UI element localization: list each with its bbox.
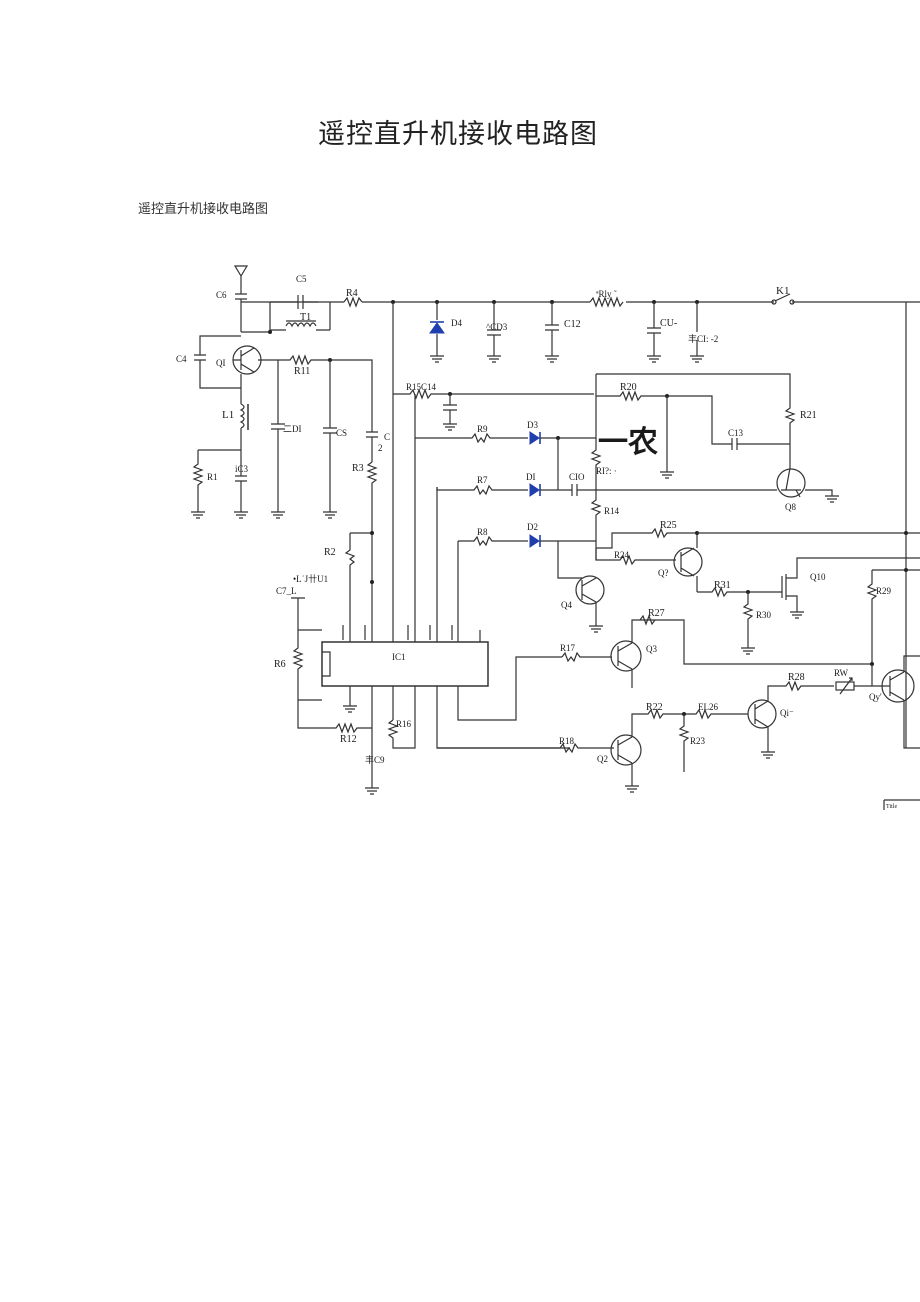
d4-label: D4	[451, 318, 462, 328]
di-label: DI	[526, 472, 536, 482]
r8-label: R8	[477, 527, 488, 537]
u1-label: •L˙J卄U1	[293, 574, 328, 584]
r17-label: R17	[560, 643, 576, 653]
c2-label-a: C	[384, 432, 390, 442]
c5-label: C5	[296, 274, 307, 284]
r2-label: R2	[324, 547, 336, 558]
rw-label: RW	[834, 668, 849, 678]
r18-label: R18	[559, 736, 575, 746]
ci2-label: 丰CI: -2	[688, 333, 718, 344]
r31-label: R31	[714, 580, 731, 591]
q8-label: Q8	[785, 502, 796, 512]
qi-transistor	[747, 699, 777, 729]
r3-label: R3	[352, 463, 364, 474]
q10-label: Q10	[810, 572, 826, 582]
r9-label: R9	[477, 424, 488, 434]
nong-label: 一农	[598, 425, 658, 460]
el26-label: EL26	[698, 702, 718, 712]
t1-coil	[285, 322, 317, 328]
q2-transistor	[610, 734, 642, 766]
q7a-transistor	[673, 547, 703, 577]
r7-label: R7	[477, 475, 488, 485]
l1-label: L1	[222, 409, 234, 421]
r24-label: R24	[614, 550, 630, 560]
q3-label: Q3	[646, 644, 657, 654]
qi-label: Qi⁻	[780, 708, 794, 718]
cd3-label: ^CD3	[486, 322, 508, 332]
r30-label: R30	[756, 610, 772, 620]
ri-label: RI?: ·	[596, 466, 617, 476]
q7b-label: Qy'	[869, 692, 882, 702]
d1-label: 二DI	[283, 424, 302, 434]
d2-label: D2	[527, 522, 538, 532]
d3-label: D3	[527, 420, 538, 430]
r4-resistor	[343, 296, 363, 308]
q2-label: Q2	[597, 754, 608, 764]
document-subtitle: 遥控直升机接收电路图	[138, 202, 269, 217]
r11-label: R11	[294, 366, 310, 377]
k1-label: K1	[776, 285, 789, 297]
r25-label: R25	[660, 520, 677, 531]
cu-label: CU-	[660, 318, 677, 329]
r27-label: R27	[648, 608, 665, 619]
c2-label-b: 2	[378, 443, 383, 453]
r16-label: R16	[396, 719, 412, 729]
r1-label: R1	[207, 472, 218, 482]
q10-mosfet	[781, 557, 920, 612]
ic1-chip	[321, 641, 489, 687]
r29-label: R29	[876, 586, 892, 596]
c13-label: C13	[728, 428, 744, 438]
q7a-label: Q?	[658, 568, 669, 578]
r14-label: R14	[604, 506, 620, 516]
c9-label: 丰C9	[365, 754, 385, 765]
title-block-label: Title	[886, 804, 897, 810]
q8-transistor	[776, 468, 806, 498]
q4-label: Q4	[561, 600, 572, 610]
q4-transistor	[575, 575, 605, 605]
rw-potentiometer	[835, 681, 855, 691]
r22-label: R22	[646, 702, 663, 713]
r6-label: R6	[274, 659, 286, 670]
cio-label: CIO	[569, 472, 585, 482]
c12-label: C12	[564, 319, 581, 330]
r28-label: R28	[788, 672, 805, 683]
document-title: 遥控直升机接收电路图	[318, 119, 598, 150]
antenna-icon	[233, 265, 249, 294]
r20-label: R20	[620, 382, 637, 393]
rly-label: ªRly ˜	[596, 289, 617, 299]
cs-label: CS	[336, 428, 347, 438]
r23-label: R23	[690, 736, 706, 746]
c6-label: C6	[216, 290, 227, 300]
ic1-label: IC1	[392, 652, 406, 662]
c4-label: C4	[176, 354, 187, 364]
r4-label: R4	[346, 288, 358, 299]
t1-label: T1	[300, 312, 311, 323]
r15c14-label: R15C14	[406, 382, 437, 392]
ic3-label: iC3	[235, 464, 249, 474]
receiver-circuit-schematic: R4 ªRly ˜ K1 D4 ^CD3 C12 CU- 丰CI: -2 C6 …	[176, 265, 920, 810]
c7-label: C7_L	[276, 586, 297, 596]
q1-label: QI	[216, 358, 226, 368]
r12-label: R12	[340, 734, 357, 745]
r21-label: R21	[800, 410, 817, 421]
q3-transistor	[610, 640, 642, 672]
